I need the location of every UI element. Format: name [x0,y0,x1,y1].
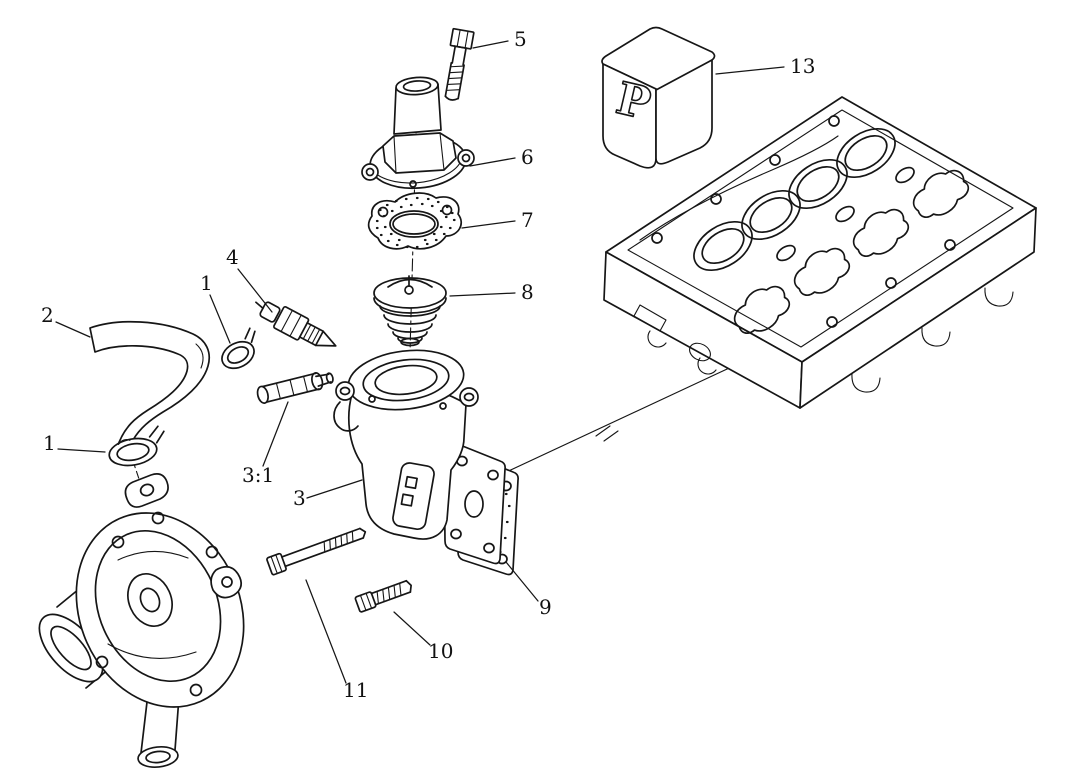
part-cover-gasket [367,192,463,250]
part-engine-block [603,96,1037,409]
callout-label-3-1: 3:1 [242,463,274,487]
part-bolt-long [266,527,367,576]
part-bypass-hose [89,320,211,453]
callout-1-lower: 1 [43,431,106,455]
callout-5: 5 [472,27,527,51]
part-water-pump [38,460,245,769]
part-thermostat [373,275,447,347]
part-sealant-box: P [601,26,716,169]
part-bolt-short [354,579,412,613]
callout-2: 2 [41,303,91,338]
part-hose-clamp-upper [221,327,256,370]
callout-label-7: 7 [521,208,534,232]
callout-4: 4 [226,245,273,313]
callout-3: 3 [293,479,363,510]
callout-9: 9 [505,561,552,619]
callout-label-4: 4 [226,245,239,269]
callout-label-1-upper: 1 [200,271,213,295]
callout-label-1-lower: 1 [43,431,56,455]
callout-label-8: 8 [521,280,534,304]
callout-label-13: 13 [790,54,815,78]
callout-label-9: 9 [539,595,552,619]
callout-1-upper: 1 [200,271,231,344]
part-hose-fitting [256,372,334,404]
callout-label-5: 5 [514,27,527,51]
callout-6: 6 [469,145,534,169]
callout-label-2: 2 [41,303,54,327]
callouts: 5 13 6 7 8 4 1 [41,27,815,702]
part-hose-clamp-lower [108,425,165,467]
callout-7: 7 [461,208,534,232]
part-thermostat-cover [361,76,475,190]
callout-label-6: 6 [521,145,534,169]
part-temperature-sensor [255,301,337,347]
callout-11: 11 [305,579,368,702]
callout-label-10: 10 [428,639,453,663]
callout-label-3: 3 [293,486,306,510]
part-flange-bolt-top [444,27,475,101]
callout-label-11: 11 [343,678,368,702]
callout-13: 13 [715,54,815,78]
callout-10: 10 [393,611,453,663]
callout-8: 8 [449,280,534,304]
part-thermostat-housing [333,349,506,565]
callout-3-1: 3:1 [242,401,289,487]
